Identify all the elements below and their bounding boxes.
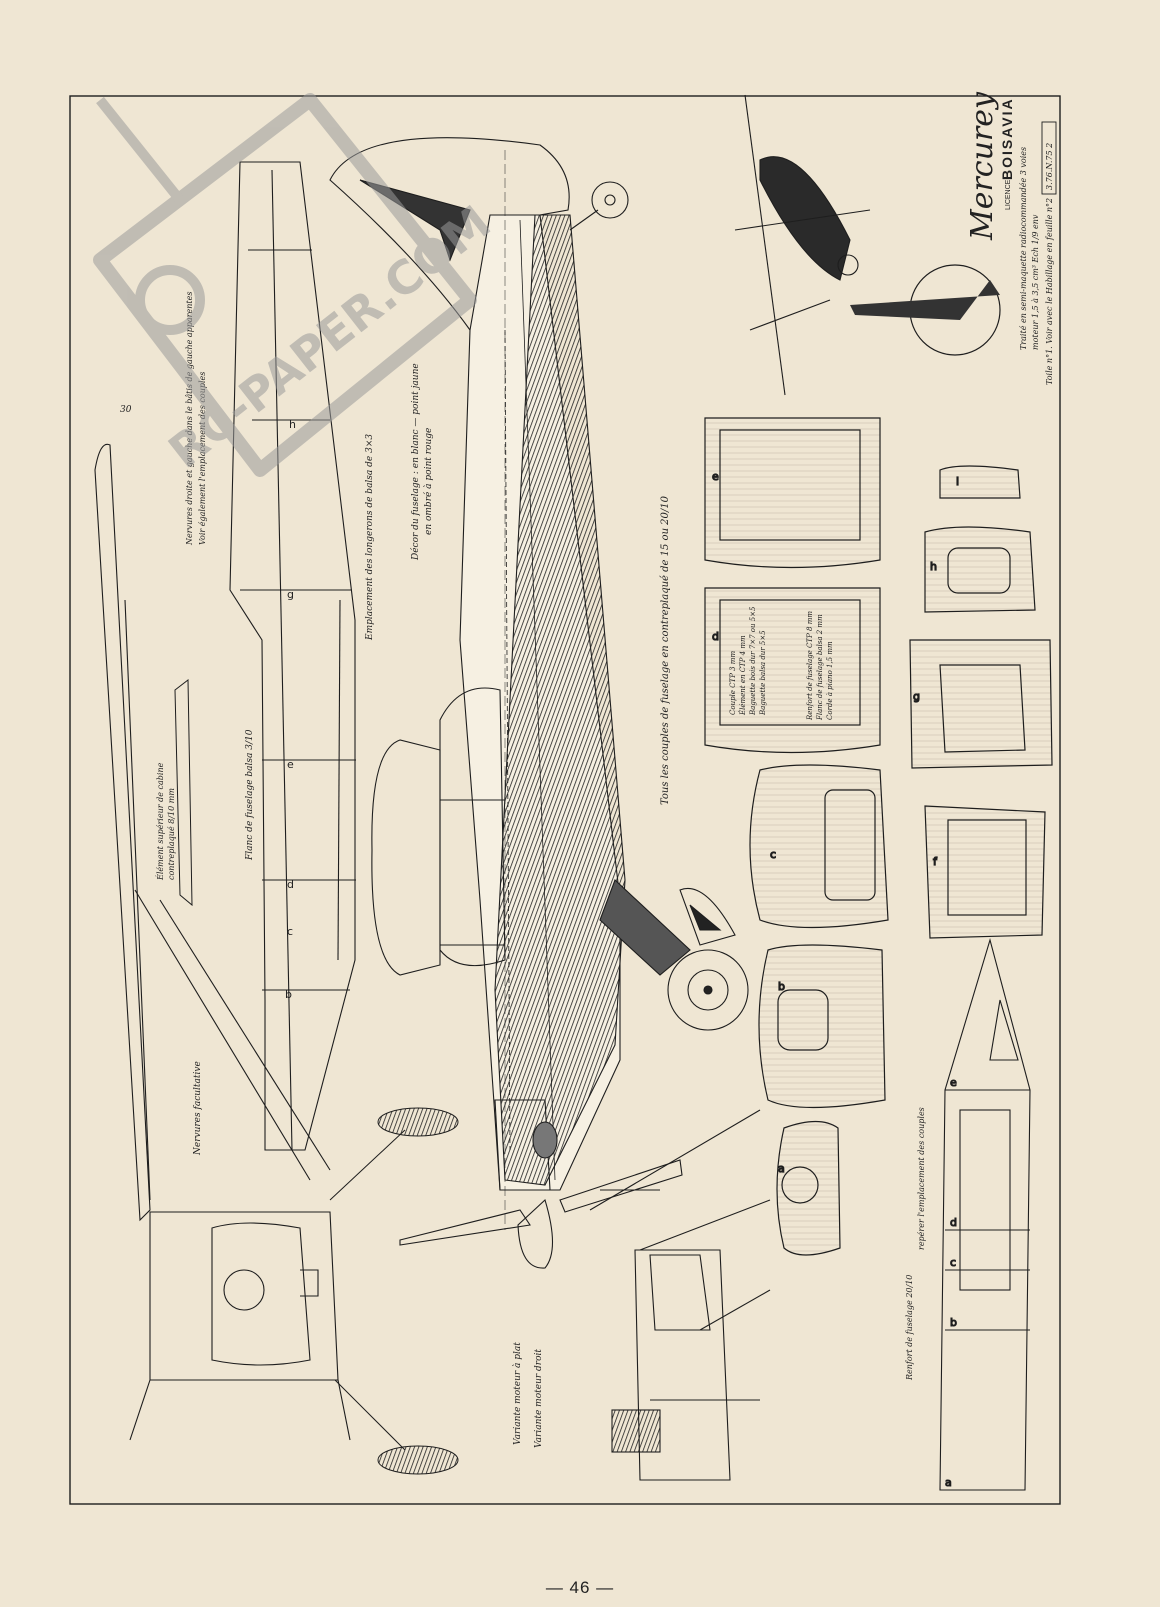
note-decor: Décor du fuselage : en blanc — point jau… [410,363,421,561]
former-letter-c: c [770,848,776,861]
former-a: a [776,1120,841,1256]
former-letter-g: g [913,690,920,703]
flank-letter-b: b [285,988,292,1001]
flank-station-letters: h g e d c b [285,418,296,1001]
flank-letter-h: h [289,418,296,431]
fuselage-top-view [129,1211,351,1441]
strip-letter-b: b [950,1316,957,1329]
boisavia-logo [850,264,1001,356]
note-couple-3: Baguette bois dur 7×7 ou 5×5 [749,606,757,716]
flank-letter-e: e [287,758,294,771]
former-letter-f: f [933,855,938,868]
fuselage-reinforcement-strip: e d c b a [939,937,1031,1491]
note-nervures-sub: Voir également l'emplacement des couples [198,372,207,545]
note-renfort: Renfort de fuselage 20/10 [905,1275,914,1381]
brand-name: BOISAVIA [999,97,1015,180]
main-landing-gear [599,879,749,1031]
main-wheel-top-lower [334,1379,459,1475]
three-view-inset [734,94,871,396]
title-block: Mercurey LICENCE BOISAVIA Traité en semi… [965,91,1057,385]
former-letter-a: a [778,1162,785,1175]
watermark-text: RC-PAPER.COM [159,195,501,479]
drawing-reference: 3.76.N.75 2 [1045,143,1054,190]
fuselage-flank-panel [229,161,356,1151]
former-sections: e d c b a i h [704,417,1053,1256]
former-letter-h: h [930,560,937,573]
note-couple-4: Baguette balsa dur 5×5 [759,630,767,716]
note-couple-1: Couple CTP 3 mm [729,651,737,715]
note-variante-plat: Variante moteur à plat [512,1342,523,1445]
former-d: d [704,587,881,754]
strip-letter-d: d [950,1216,957,1229]
title-line-1: Traité en semi-maquette radiocommandée 3… [1019,147,1028,350]
main-wheel-top-upper [329,1107,459,1201]
flank-letter-g: g [287,588,294,601]
rc-paper-watermark: RC-PAPER.COM [93,93,501,479]
title-line-3: Toile n°1. Voir avec le Habillage en feu… [1045,198,1054,385]
former-letter-d: d [712,630,719,643]
tail-wheel [569,181,629,231]
former-letter-e: e [712,470,719,483]
note-nervures: Nervures droite et gauche dans le bâtis … [185,292,194,546]
wing-outline [94,443,331,1222]
former-f: f [924,805,1046,939]
former-b: b [758,944,886,1109]
engine-mount-variant [589,1109,771,1481]
aircraft-name: Mercurey [965,91,1000,241]
title-line-2: moteur 1,5 à 3,5 cm³ Ech 1/9 env [1031,214,1040,350]
note-flanc: Flanc de fuselage balsa 3/10 [245,729,255,861]
former-letter-i: i [956,475,959,488]
note-renfort-1: Renfort de fuselage CTP 8 mm [806,611,814,721]
former-i: i [939,465,1021,499]
former-e: e [704,417,881,569]
fuselage-side-view [329,137,626,1230]
note-nervures-facultative: Nervures facultative [193,1061,203,1156]
former-c: c [749,764,889,929]
note-tous-couples: Tous les couples de fuselage en contrepl… [660,495,671,805]
note-renfort-2: Flanc de fuselage balsa 2 mm [816,614,824,721]
strip-letter-c: c [950,1256,956,1269]
strip-letter-e: e [950,1076,957,1089]
page-number: — 46 — [545,1578,615,1597]
licence-label: LICENCE [1005,179,1012,210]
flank-letter-c: c [287,925,293,938]
former-h: h [924,526,1036,613]
dimension-30: 30 [120,405,132,415]
note-variante-droit: Variante moteur droit [534,1349,544,1448]
note-renfort-3: Corde à piano 1,5 mm [826,641,834,720]
former-letter-b: b [778,980,785,993]
note-longerons: Emplacement des longerons de balsa de 3×… [365,434,375,641]
cabin-upper-element [174,678,193,907]
former-g: g [909,639,1053,769]
note-renfort-sub: repérer l'emplacement des couples [917,1107,926,1250]
strip-letter-a: a [945,1476,952,1489]
note-element-sup: Élément supérieur de cabine [156,762,165,881]
note-couple-2: Élément en CTP 4 mm [738,635,747,716]
flank-letter-d: d [287,878,294,891]
propeller [399,1121,683,1269]
note-element-sub: contreplaqué 8/10 mm [167,788,176,880]
note-decor-sub: en ombré à point rouge [423,428,434,535]
plan-border [69,95,1061,1505]
fuselage-shading [494,214,626,1186]
